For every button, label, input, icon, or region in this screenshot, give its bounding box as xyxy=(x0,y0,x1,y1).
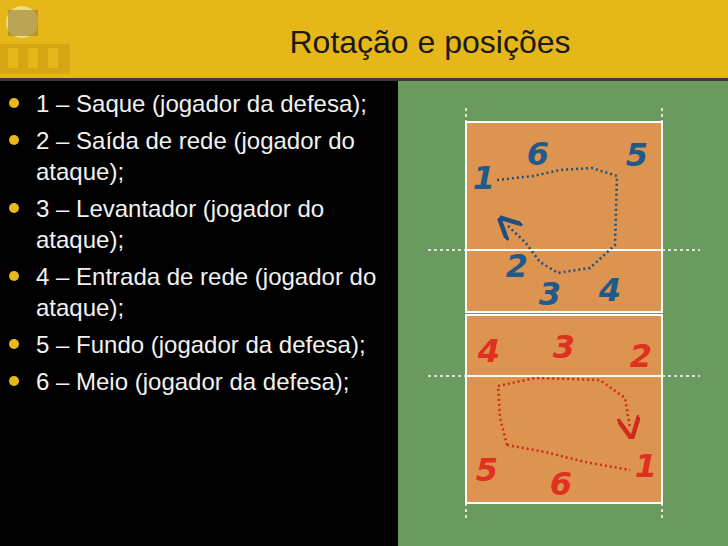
bullet-item: 2 – Saída de rede (jogador do ataque); xyxy=(36,125,388,187)
title-rule xyxy=(0,78,728,81)
bullet-dot xyxy=(9,271,19,281)
position-number: 5 xyxy=(626,138,648,172)
position-description: 3 – Levantador (jogador do ataque); xyxy=(36,195,324,253)
bullet-list: 1 – Saque (jogador da defesa); 2 – Saída … xyxy=(36,88,388,403)
bullet-dot xyxy=(9,98,19,108)
position-number: 5 xyxy=(476,453,498,487)
position-description: 5 – Fundo (jogador da defesa); xyxy=(36,331,366,358)
bullet-dot xyxy=(9,203,19,213)
position-number: 6 xyxy=(550,467,572,501)
position-number: 3 xyxy=(539,277,561,311)
position-number: 6 xyxy=(527,137,549,171)
bullet-item: 6 – Meio (jogador da defesa); xyxy=(36,366,388,397)
bullet-dot xyxy=(9,376,19,386)
bullet-item: 4 – Entrada de rede (jogador do ataque); xyxy=(36,261,388,323)
bullet-item: 3 – Levantador (jogador do ataque); xyxy=(36,193,388,255)
position-description: 6 – Meio (jogador da defesa); xyxy=(36,368,350,395)
position-number: 4 xyxy=(599,273,621,307)
bullet-dot xyxy=(9,135,19,145)
title-bar xyxy=(0,0,728,78)
volleyball-court xyxy=(428,108,700,518)
bullet-dot xyxy=(9,339,19,349)
court-panel xyxy=(398,81,728,546)
bullet-item: 5 – Fundo (jogador da defesa); xyxy=(36,329,388,360)
position-number: 1 xyxy=(473,161,495,195)
bullet-item: 1 – Saque (jogador da defesa); xyxy=(36,88,388,119)
position-number: 1 xyxy=(635,449,657,483)
position-description: 2 – Saída de rede (jogador do ataque); xyxy=(36,127,355,185)
position-number: 3 xyxy=(553,330,575,364)
position-description: 1 – Saque (jogador da defesa); xyxy=(36,90,367,117)
slide-title: Rotação e posições xyxy=(289,24,570,61)
position-number: 4 xyxy=(478,334,500,368)
position-number: 2 xyxy=(630,339,652,373)
rotation-path xyxy=(498,378,630,445)
spotlight-decoration xyxy=(0,6,70,74)
position-description: 4 – Entrada de rede (jogador do ataque); xyxy=(36,263,376,321)
position-number: 2 xyxy=(506,249,528,283)
text-panel xyxy=(0,81,398,546)
